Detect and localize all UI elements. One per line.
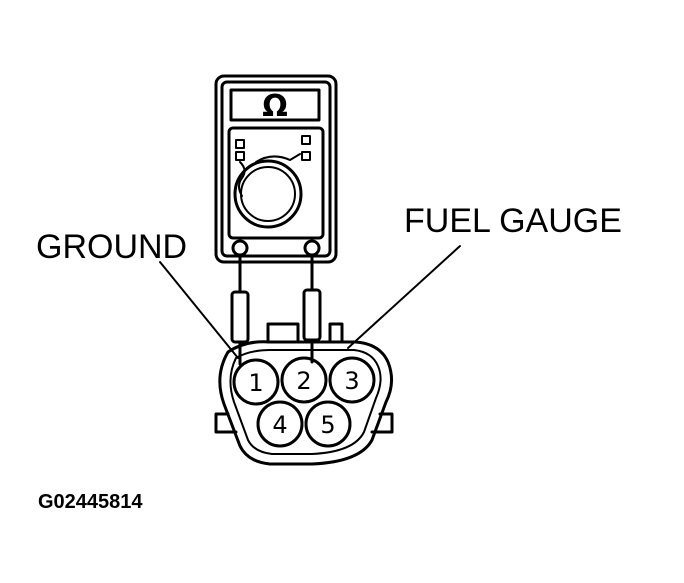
fuel-gauge-label: FUEL GAUGE xyxy=(404,202,622,240)
pin-3: 3 xyxy=(328,356,376,404)
connector-ear-right xyxy=(370,412,394,434)
probe-handle-left xyxy=(230,290,250,344)
pin-1-label: 1 xyxy=(248,369,263,397)
figure-id: G02445814 xyxy=(38,491,143,513)
pin-4-label: 4 xyxy=(272,411,287,439)
jack-ohm xyxy=(303,239,321,257)
pin-1: 1 xyxy=(232,358,280,406)
pin-5: 5 xyxy=(304,400,352,448)
connector-latch-right xyxy=(328,322,344,344)
meter-case xyxy=(214,74,338,264)
ground-leader-line xyxy=(159,261,239,359)
meter-dial-panel xyxy=(227,126,325,240)
fuel-gauge-leader-line xyxy=(347,245,461,349)
range-scale-top xyxy=(255,153,301,163)
pin-5-label: 5 xyxy=(320,411,335,439)
meter-case-inner xyxy=(220,80,332,258)
ground-label: GROUND xyxy=(36,228,187,266)
range-scale-left xyxy=(238,161,246,197)
connector-latch xyxy=(266,322,300,344)
pin-4: 4 xyxy=(256,400,304,448)
meter-dial-ring xyxy=(240,166,296,222)
connector-face xyxy=(229,349,382,455)
connector-housing xyxy=(214,322,394,466)
ohmmeter-icon: Ω xyxy=(214,74,338,264)
meter-display xyxy=(229,88,321,122)
range-mark-right xyxy=(301,135,311,161)
ohm-symbol: Ω xyxy=(262,89,288,124)
pin-3-label: 3 xyxy=(344,367,359,395)
connector-ear-left xyxy=(214,412,238,434)
pin-2-label: 2 xyxy=(296,367,311,395)
pin-2: 2 xyxy=(280,356,328,404)
connector-pins: 1 2 3 4 5 xyxy=(232,356,376,448)
jack-com xyxy=(231,239,249,257)
meter-dial xyxy=(233,159,303,229)
connector-body xyxy=(218,340,393,466)
range-mark-left xyxy=(235,139,245,161)
probe-handle-right xyxy=(302,288,322,342)
